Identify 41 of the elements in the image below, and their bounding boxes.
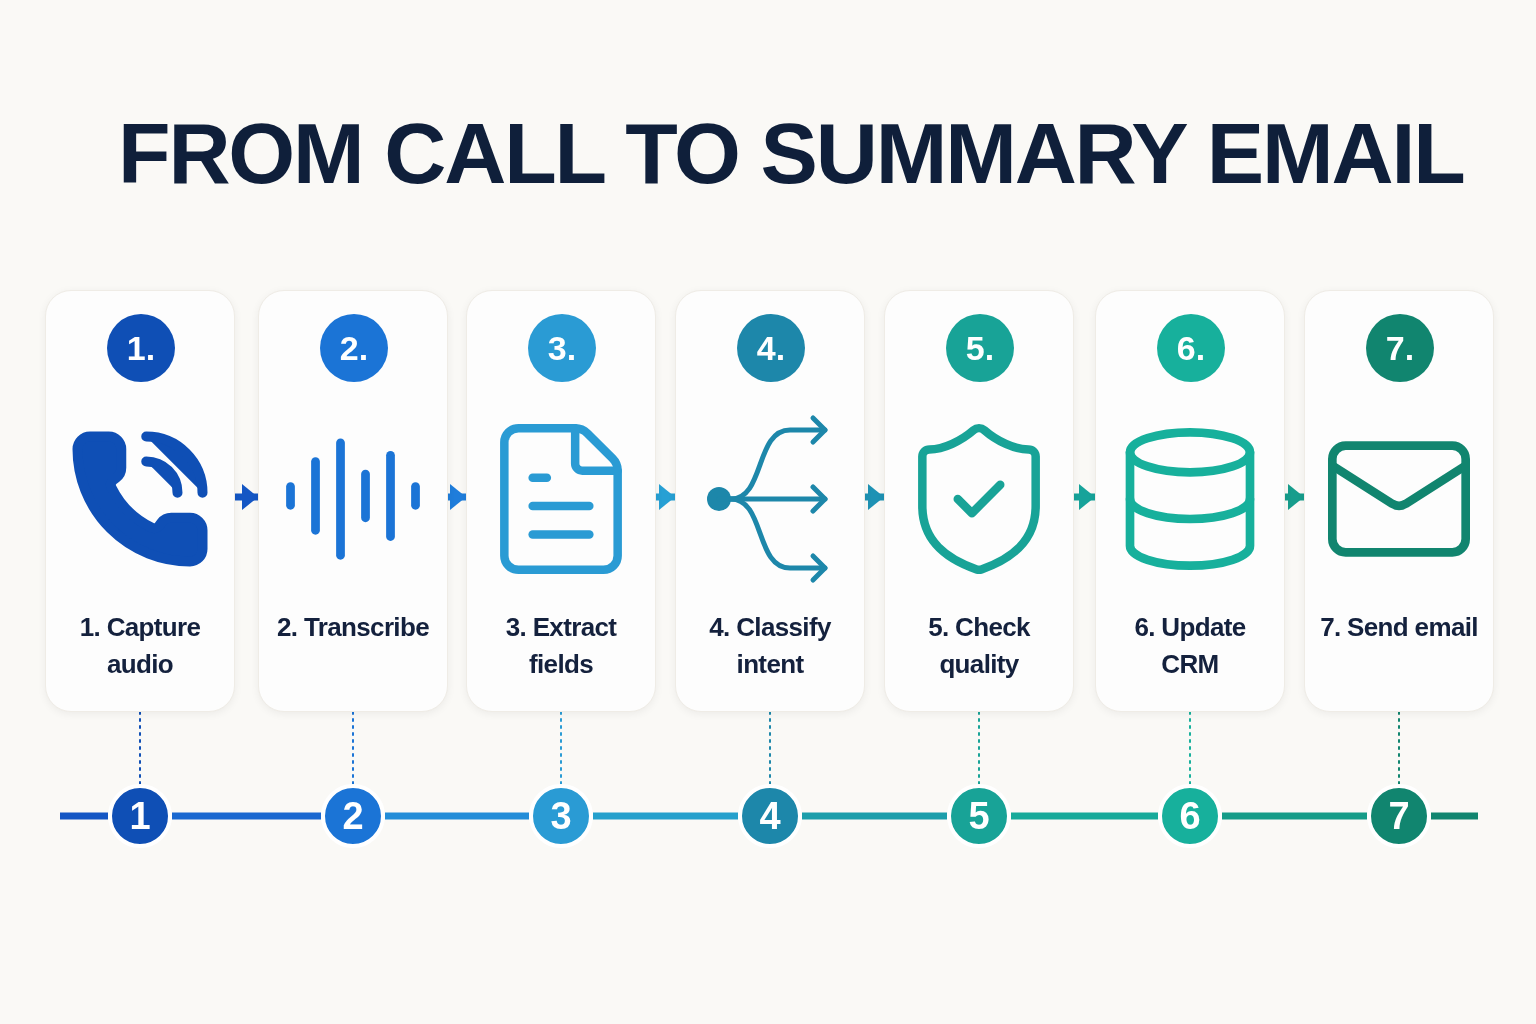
step-number-badge: 6. <box>1157 314 1225 382</box>
step-card <box>466 290 656 712</box>
dotted-connector <box>139 711 141 785</box>
step-card <box>1095 290 1285 712</box>
timeline-line <box>802 812 947 820</box>
timeline-line <box>1222 812 1367 820</box>
step-number-badge: 2. <box>320 314 388 382</box>
step-label: 6. Update CRM <box>1133 611 1247 681</box>
dotted-connector <box>978 711 980 785</box>
title: FROM CALL TO SUMMARY EMAIL <box>118 104 1464 203</box>
timeline-line <box>172 812 321 820</box>
step-card <box>675 290 865 712</box>
dotted-connector <box>1398 711 1400 785</box>
step-label: 5. Check quality <box>927 611 1032 681</box>
dotted-connector <box>769 711 771 785</box>
step-number-badge: 7. <box>1366 314 1434 382</box>
step-card <box>258 290 448 712</box>
step-number-badge: 5. <box>946 314 1014 382</box>
dotted-connector <box>352 711 354 785</box>
arrow <box>656 484 675 510</box>
arrow <box>865 484 884 510</box>
step-label: 7. Send email <box>1319 611 1479 644</box>
step-number-badge: 1. <box>107 314 175 382</box>
step-number-badge: 3. <box>528 314 596 382</box>
step-card <box>884 290 1074 712</box>
step-label: 3. Extract fields <box>504 611 618 681</box>
arrow <box>448 484 466 510</box>
step-card <box>1304 290 1494 712</box>
dotted-connector <box>1189 711 1191 785</box>
step-card <box>45 290 235 712</box>
arrow <box>1074 484 1095 510</box>
timeline-line <box>1011 812 1158 820</box>
step-number-badge: 4. <box>737 314 805 382</box>
arrow <box>235 484 258 510</box>
step-label: 4. Classify intent <box>708 611 832 681</box>
dotted-connector <box>560 711 562 785</box>
timeline-line <box>593 812 738 820</box>
arrow <box>1285 484 1304 510</box>
timeline-line <box>385 812 529 820</box>
step-label: 1. Capture audio <box>78 611 202 681</box>
step-label: 2. Transcribe <box>276 611 430 644</box>
